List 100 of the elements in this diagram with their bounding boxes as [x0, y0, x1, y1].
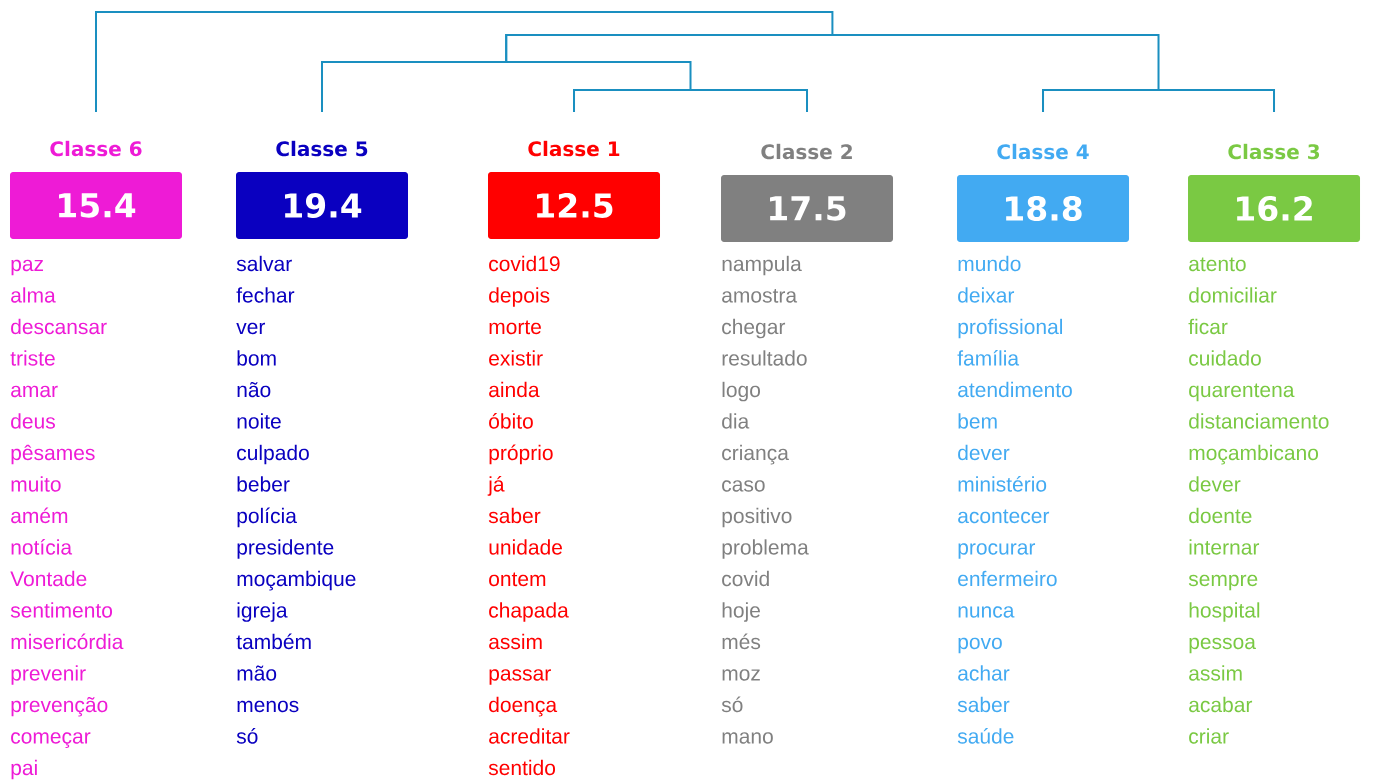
- word-label: saber: [957, 696, 1010, 713]
- word-label: mão: [237, 665, 277, 681]
- word-label: mundo: [958, 255, 1021, 272]
- word-label: mano: [722, 732, 773, 744]
- word-label: morte: [489, 320, 541, 335]
- word-label: pai: [11, 759, 37, 780]
- percentage-box: 19.4: [236, 172, 408, 239]
- word-label: dia: [722, 413, 750, 429]
- word-label: próprio: [489, 444, 553, 465]
- word-label: amostra: [722, 288, 798, 303]
- word-label: igreja: [237, 602, 288, 622]
- percentage-box: 18.8: [957, 175, 1129, 242]
- word-label: pessoa: [1189, 637, 1256, 654]
- word-label: Vontade: [10, 570, 87, 587]
- word-label: chegar: [722, 318, 786, 339]
- word-label: notícia: [11, 539, 73, 555]
- word-label: família: [957, 350, 1020, 366]
- word-label: presidente: [237, 539, 334, 559]
- word-label: salvar: [236, 255, 292, 272]
- word-label: quarentena: [1189, 383, 1295, 402]
- class-heading: Classe 5: [276, 140, 368, 157]
- word-label: povo: [958, 637, 1002, 654]
- word-label: só: [721, 696, 743, 713]
- word-label: beber: [237, 476, 290, 492]
- word-label: amar: [11, 385, 58, 398]
- word-label: passar: [489, 669, 551, 685]
- word-label: chapada: [489, 602, 569, 622]
- word-label: descansar: [11, 318, 107, 335]
- word-label: óbito: [489, 413, 533, 429]
- percentage-box: 12.5: [488, 172, 660, 239]
- word-label: deus: [11, 413, 55, 429]
- word-label: acontecer: [958, 509, 1050, 524]
- word-label: paz: [11, 259, 43, 276]
- word-label: culpado: [237, 444, 309, 465]
- word-label: ficar: [1188, 318, 1228, 335]
- word-label: internar: [1189, 539, 1260, 555]
- word-label: pêsames: [11, 444, 95, 465]
- word-label: doença: [489, 696, 558, 717]
- class-heading: Classe 2: [761, 143, 852, 160]
- word-label: fechar: [236, 287, 295, 303]
- word-label: profissional: [958, 318, 1062, 339]
- word-label: positivo: [722, 507, 792, 528]
- class-heading: Classe 6: [50, 140, 142, 157]
- word-label: més: [722, 633, 761, 650]
- word-label: domiciliar: [1189, 287, 1277, 303]
- word-label: polícia: [237, 507, 297, 528]
- word-label: amém: [11, 507, 68, 524]
- word-label: saúde: [957, 728, 1014, 744]
- word-label: moçambique: [237, 570, 356, 591]
- word-label: nampula: [722, 255, 802, 276]
- word-label: saber: [488, 507, 541, 524]
- word-label: já: [487, 476, 505, 496]
- word-label: não: [237, 381, 271, 398]
- dendrogram-link: [95, 11, 834, 113]
- word-label: hoje: [722, 602, 760, 622]
- percentage-box: 17.5: [721, 175, 893, 242]
- class-heading: Classe 3: [1228, 143, 1320, 160]
- word-label: depois: [489, 287, 550, 307]
- word-label: dever: [1189, 476, 1241, 492]
- word-label: assim: [1189, 665, 1242, 681]
- word-label: doente: [1189, 507, 1252, 524]
- class-heading: Classe 4: [997, 143, 1089, 160]
- word-label: unidade: [489, 539, 562, 555]
- word-label: menos: [237, 700, 299, 713]
- word-label: também: [236, 633, 311, 650]
- word-label: existir: [489, 350, 543, 366]
- word-label: bem: [958, 413, 997, 429]
- word-label: triste: [10, 350, 55, 366]
- word-label: misericórdia: [11, 633, 124, 650]
- word-label: dever: [958, 444, 1010, 461]
- word-label: começar: [11, 732, 91, 748]
- word-label: alma: [11, 287, 56, 303]
- word-label: distanciamento: [1189, 413, 1329, 429]
- word-label: hospital: [1189, 602, 1260, 622]
- word-label: acabar: [1189, 696, 1253, 713]
- word-label: prevenir: [11, 665, 86, 685]
- word-label: problema: [722, 539, 809, 559]
- word-label: moçambicano: [1189, 444, 1319, 465]
- word-label: acreditar: [489, 728, 570, 744]
- word-label: sempre: [1188, 574, 1258, 591]
- word-label: cuidado: [1189, 350, 1261, 366]
- word-label: nunca: [958, 606, 1015, 618]
- word-label: covid19: [489, 255, 560, 272]
- word-label: bom: [237, 350, 276, 366]
- percentage-box: 16.2: [1188, 175, 1360, 242]
- word-label: enfermeiro: [958, 570, 1057, 587]
- word-label: resultado: [722, 350, 807, 366]
- word-label: moz: [722, 669, 760, 681]
- word-label: sentimento: [10, 602, 113, 618]
- word-label: deixar: [958, 287, 1015, 303]
- word-label: atento: [1189, 257, 1246, 272]
- word-label: só: [236, 728, 258, 744]
- word-label: prevenção: [11, 696, 108, 717]
- word-label: criar: [1189, 728, 1229, 744]
- word-label: assim: [489, 633, 542, 650]
- word-label: procurar: [958, 543, 1036, 559]
- word-label: ver: [236, 322, 266, 335]
- word-label: noite: [237, 413, 281, 429]
- word-label: ontem: [489, 572, 546, 587]
- word-label: atendimento: [958, 381, 1072, 398]
